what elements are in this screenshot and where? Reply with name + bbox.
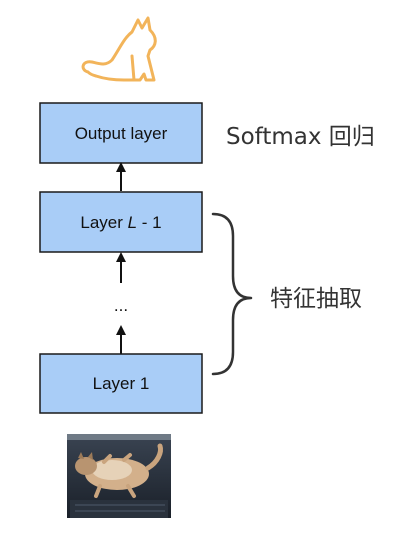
output-layer-box: Output layer — [39, 102, 203, 164]
output-layer-label: Output layer — [75, 124, 168, 143]
feature-extraction-label: 特征抽取 — [270, 286, 362, 312]
layer-l-minus-1-box: Layer L - 1 — [39, 191, 203, 253]
cat-outline-icon — [81, 16, 157, 82]
feature-extraction-brace — [211, 212, 253, 376]
cat-photo — [67, 434, 171, 518]
softmax-regression-label: Softmax 回归 — [226, 124, 375, 150]
layer-1-label: Layer 1 — [93, 374, 150, 393]
layer-1-box: Layer 1 — [39, 353, 203, 414]
layer-l-minus-1-label: Layer L - 1 — [80, 213, 161, 232]
layers-ellipsis: ... — [114, 296, 128, 315]
